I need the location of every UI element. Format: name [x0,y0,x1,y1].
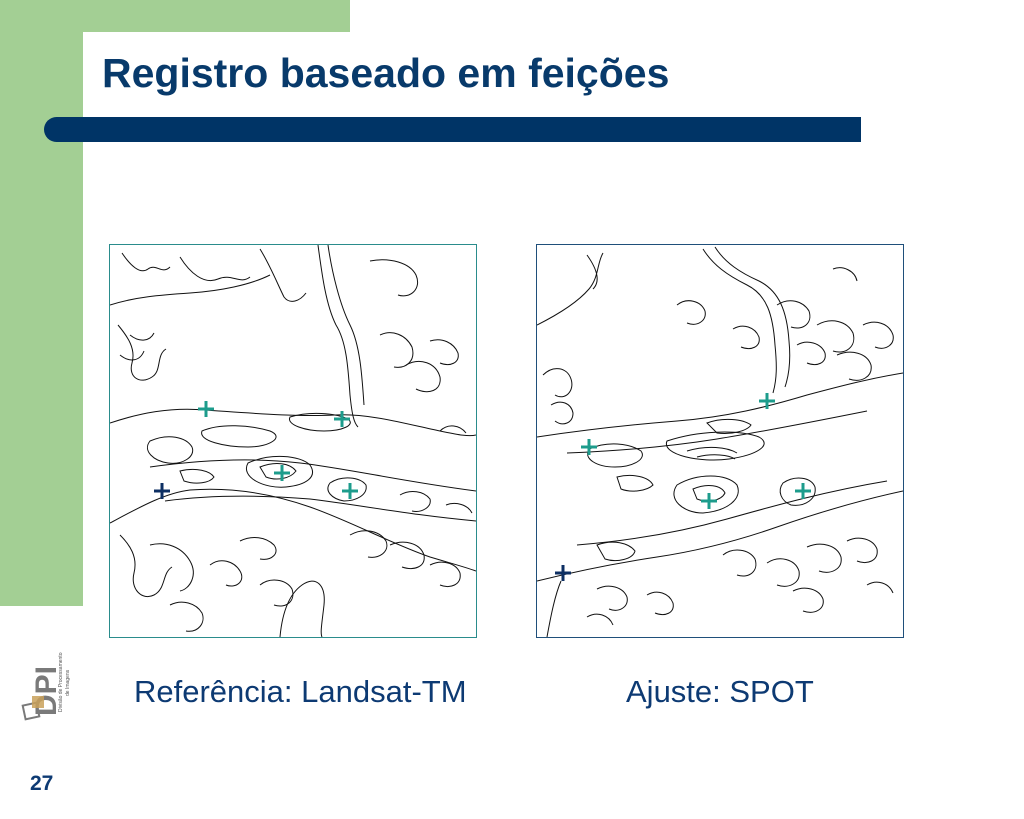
side-green-band [0,0,83,606]
svg-text:Divisão de Processamento: Divisão de Processamento [58,652,64,712]
marker-ref-3 [274,465,290,481]
adjust-map-caption: Ajuste: SPOT [626,674,814,709]
marker-spot-3 [701,493,717,509]
svg-text:de Imagens: de Imagens [65,669,71,696]
reference-map-landsat [109,244,477,638]
dpi-logo-mark: DPI Divisão de Processamento de Imagens [21,652,71,721]
marker-ref-2 [334,411,350,427]
marker-ref-1 [198,401,214,417]
content-corner [83,32,143,92]
marker-spot-2 [581,439,597,455]
slide-title: Registro baseado em feições [102,50,670,96]
slide-number: 27 [30,772,54,795]
adjust-map-drawing [537,246,903,637]
marker-ref-4 [342,483,358,499]
marker-ref-5 [154,483,170,499]
reference-map-drawing [110,245,476,637]
adjust-map-spot [536,244,904,638]
marker-spot-5 [555,565,571,581]
marker-spot-1 [759,393,775,409]
dpi-logo: DPI Divisão de Processamento de Imagens [18,612,74,728]
title-underline-bar [44,117,861,142]
reference-map-caption: Referência: Landsat-TM [134,674,467,709]
marker-spot-4 [795,483,811,499]
